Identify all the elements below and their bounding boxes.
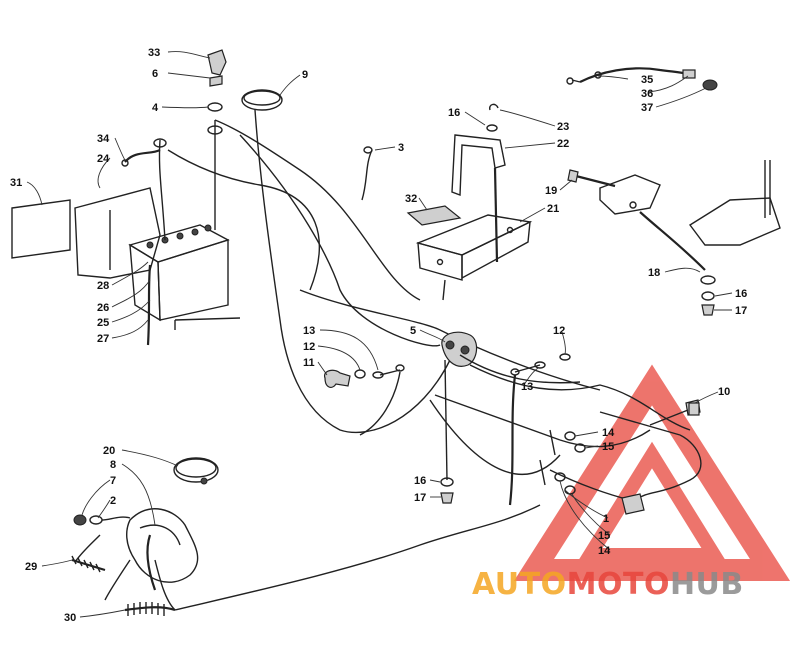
callout-23: 23 [557, 121, 569, 133]
callout-32: 32 [405, 193, 417, 205]
watermark-auto: AUTOMOTOHUB [472, 567, 744, 602]
callout-12-left: 12 [303, 341, 315, 353]
callout-34: 34 [97, 133, 110, 145]
solenoid [441, 331, 478, 481]
callout-1: 1 [603, 513, 609, 525]
callout-35: 35 [641, 74, 653, 86]
leader-lines [26, 51, 733, 618]
callout-17-bottom: 17 [414, 492, 426, 504]
callout-14-top: 14 [602, 427, 615, 439]
callout-27: 27 [97, 333, 109, 345]
watermark-hub-text: HUB [670, 567, 744, 602]
callout-13-right: 13 [521, 381, 533, 393]
callout-16-right: 16 [735, 288, 747, 300]
spring-29 [71, 555, 106, 573]
callout-26: 26 [97, 302, 109, 314]
callout-36: 36 [641, 88, 653, 100]
watermark-auto-text: AUTO [472, 567, 567, 602]
callout-10: 10 [718, 386, 730, 398]
callout-19: 19 [545, 185, 557, 197]
harness-clips [539, 429, 586, 495]
callout-21: 21 [547, 203, 559, 215]
clamp [173, 457, 219, 485]
callout-12-right: 12 [553, 325, 565, 337]
battery-tray [415, 214, 533, 301]
callout-25: 25 [97, 317, 109, 329]
callout-33: 33 [148, 47, 160, 59]
callout-4: 4 [152, 102, 159, 114]
short-cable [124, 148, 161, 163]
callout-28: 28 [97, 280, 109, 292]
callout-16-bottom: 16 [414, 475, 426, 487]
watermark-triangle-inner [577, 441, 727, 562]
callout-22: 22 [557, 138, 569, 150]
nut-washer-lower [440, 477, 454, 504]
coil-assembly [73, 508, 199, 611]
fuse-holder [649, 402, 700, 426]
callout-31: 31 [10, 177, 22, 189]
cable-end-3 [361, 149, 373, 201]
battery-cover [74, 187, 161, 279]
callout-11: 11 [303, 357, 315, 369]
watermark-logo [513, 364, 791, 581]
strap [241, 89, 283, 111]
callout-7: 7 [110, 475, 116, 487]
bracket [451, 103, 506, 196]
callout-30: 30 [64, 612, 76, 624]
battery [128, 224, 241, 330]
callout-14-bottom: 14 [598, 545, 611, 557]
main-cables [359, 354, 691, 506]
callout-labels: 33 6 9 4 16 23 35 36 37 34 24 3 22 31 19… [10, 47, 747, 624]
callout-2: 2 [110, 495, 116, 507]
callout-6: 6 [152, 68, 158, 80]
spring-30 [124, 504, 541, 616]
watermark-text: AUTOMOTOHUB [472, 567, 744, 602]
callout-37: 37 [641, 102, 653, 114]
callout-9: 9 [302, 69, 308, 81]
pad [406, 205, 462, 226]
right-plate [688, 160, 781, 316]
callout-18: 18 [648, 267, 660, 279]
callout-24: 24 [97, 153, 110, 165]
watermark-moto-text: MOTO [567, 567, 670, 602]
callout-3: 3 [398, 142, 404, 154]
watermark-triangle-outer [513, 364, 791, 581]
terminal-parts-left [323, 364, 405, 388]
label-plate [11, 199, 71, 259]
callout-16-top: 16 [448, 107, 460, 119]
mount-bracket [567, 169, 716, 285]
sensor-cable [566, 67, 718, 91]
callout-17-right: 17 [735, 305, 747, 317]
callout-8: 8 [110, 459, 116, 471]
callout-20: 20 [103, 445, 115, 457]
callout-15-top: 15 [602, 441, 614, 453]
callout-29: 29 [25, 561, 37, 573]
callout-5: 5 [410, 325, 416, 337]
callout-15-bottom: 15 [598, 530, 610, 542]
battery-cables [146, 109, 601, 434]
bracket-bolt [493, 167, 499, 263]
callout-13-left: 13 [303, 325, 315, 337]
terminal-boot [153, 49, 227, 148]
